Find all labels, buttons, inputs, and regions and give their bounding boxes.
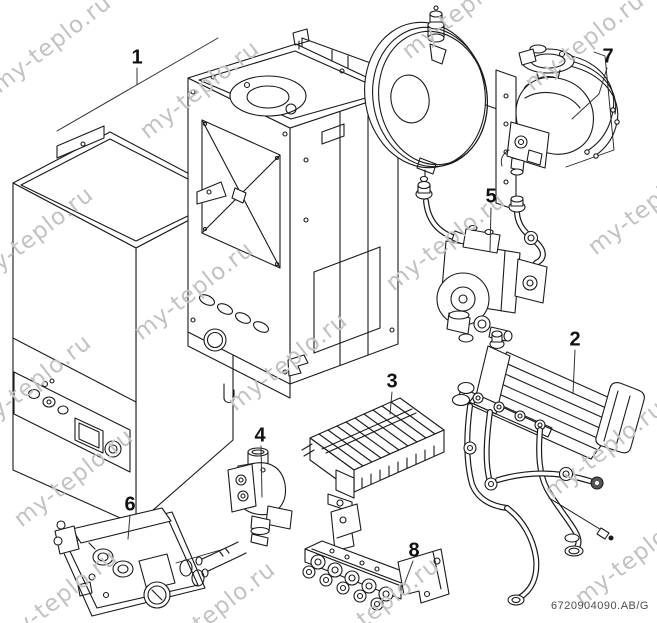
- gas-manifold: [302, 503, 450, 611]
- part-label-6: 6: [124, 493, 136, 516]
- combustion-chamber: [187, 28, 399, 404]
- diverter-valve: [227, 447, 293, 547]
- part-label-7: 7: [602, 45, 614, 68]
- part-label-4: 4: [254, 424, 266, 447]
- part-label-2: 2: [569, 328, 581, 351]
- document-number: 6720904090.AB/G: [550, 600, 649, 612]
- part-label-8: 8: [408, 539, 420, 562]
- fan-assembly: [500, 44, 620, 176]
- part-label-1: 1: [131, 46, 143, 69]
- heat-exchanger: [451, 330, 645, 606]
- control-panel: [53, 507, 247, 617]
- outer-casing: [12, 125, 234, 526]
- burner: [287, 354, 445, 513]
- leader-lines: [56, 37, 608, 586]
- part-label-3: 3: [386, 370, 398, 393]
- pump-assembly: [415, 175, 548, 343]
- expansion-vessel: [364, 5, 488, 179]
- part-label-5: 5: [485, 185, 497, 208]
